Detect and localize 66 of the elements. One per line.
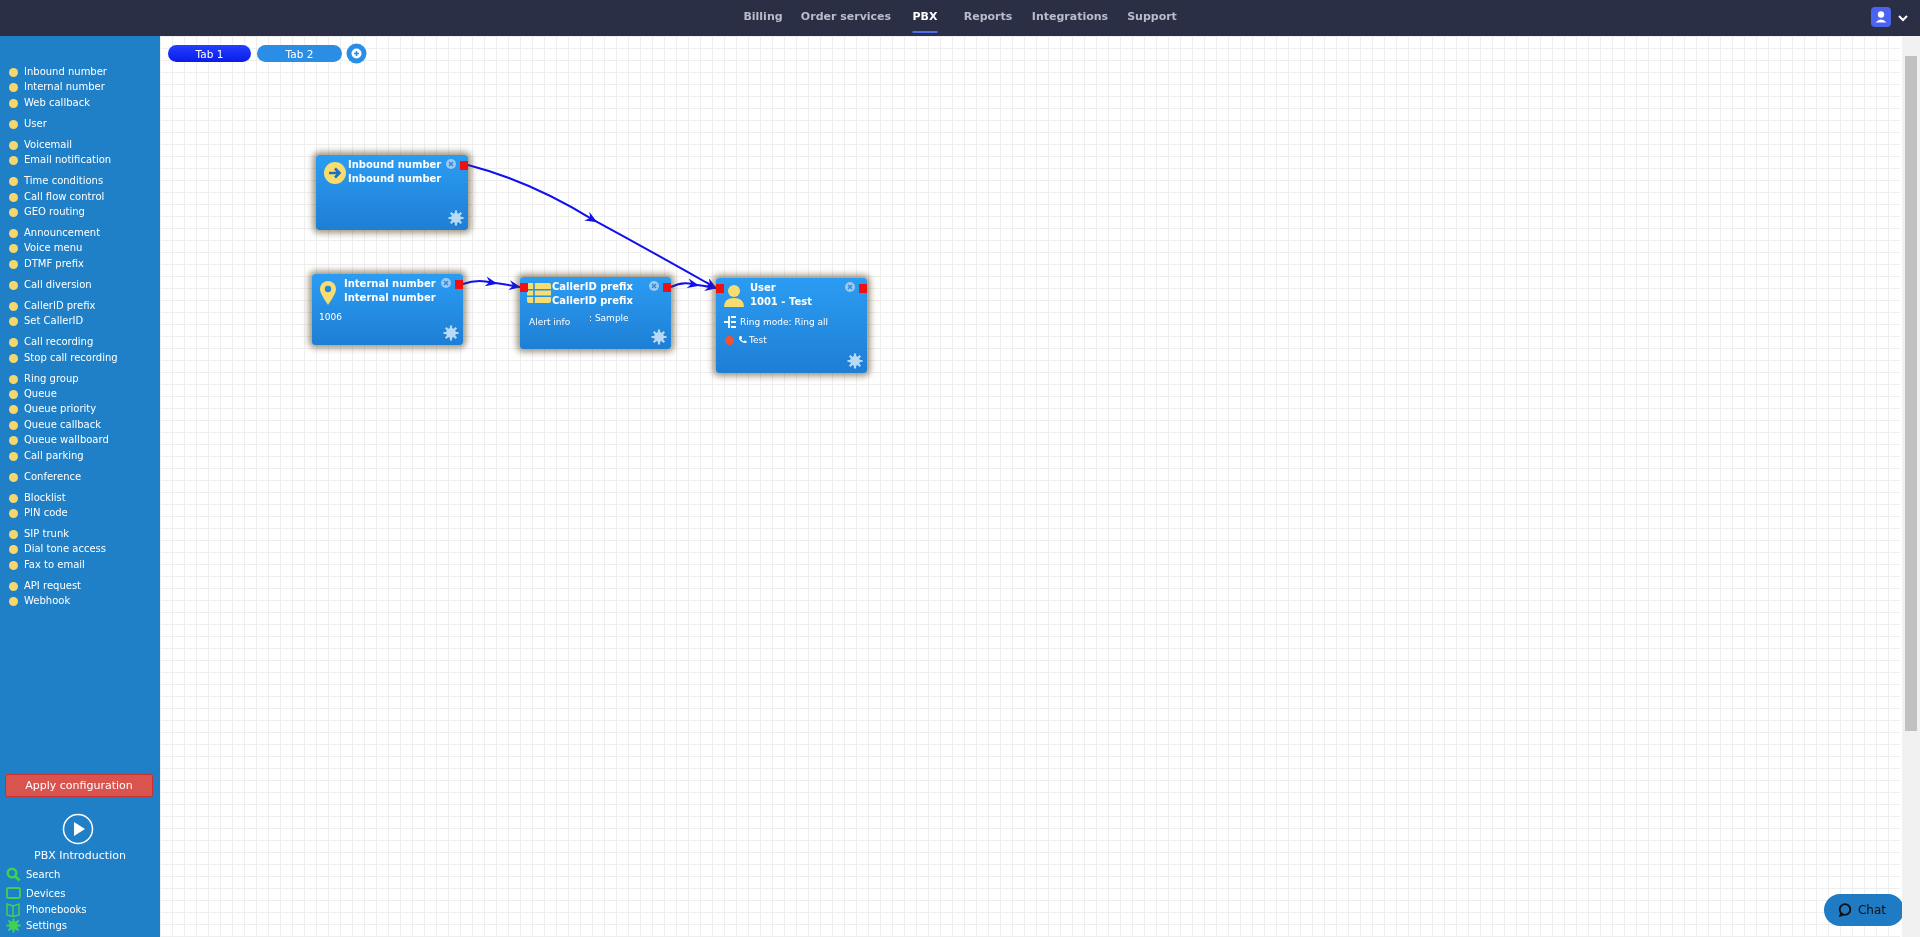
nav-link: Order services [800, 10, 892, 23]
menu-item: Queue callback [24, 418, 101, 430]
chat-button: Chat [1824, 894, 1904, 926]
node-subtitle: Inbound number [348, 173, 442, 184]
flow-node-card [316, 155, 468, 230]
field-value: : Sample [589, 313, 629, 323]
nav-link: PBX [912, 10, 938, 33]
arrow [467, 164, 717, 289]
menu-item: Voice menu [24, 242, 83, 254]
menu-item: Voicemail [24, 138, 73, 150]
menu-item: Queue wallboard [24, 434, 109, 446]
menu-item: Time conditions [24, 175, 104, 187]
menu-item: Announcement [24, 227, 101, 238]
intro-link: PBX Introduction [33, 849, 127, 862]
flow-node-card [312, 274, 463, 345]
menu-item: Conference [24, 470, 82, 482]
flow-node-card [716, 278, 867, 373]
menu-item: Webhook [24, 595, 71, 607]
node-title: User [750, 282, 776, 293]
menu-item: User [24, 117, 47, 129]
menu-link: Settings [26, 920, 67, 931]
menu-item: Dial tone access [24, 543, 106, 555]
menu-item: Stop call recording [24, 351, 118, 363]
menu-item: Queue priority [24, 403, 97, 415]
menu-item: API request [24, 579, 81, 591]
nav-link: Billing [743, 10, 783, 23]
node-title: Internal number [344, 278, 436, 289]
menu-item: Call recording [24, 336, 94, 348]
menu-item: Web callback [24, 96, 90, 108]
node-detail: Ring mode: Ring all [740, 317, 828, 327]
node-subtitle: 1001 - Test [750, 296, 812, 307]
tab-button: Tab 2 [257, 45, 342, 62]
flow-node-card [520, 277, 671, 349]
nav-link: Integrations [1031, 10, 1109, 23]
menu-item: SIP trunk [24, 528, 69, 539]
arrow [670, 279, 717, 291]
node-detail: 1006 [319, 312, 342, 322]
apply-button: Apply configuration [5, 774, 153, 797]
field-label: Alert info [529, 317, 571, 327]
menu-item: Queue [24, 388, 57, 399]
nav-link: Support [1127, 10, 1177, 23]
menu-item: Ring group [24, 372, 79, 384]
node-title: Inbound number [348, 159, 442, 170]
menu-item: Call flow control [24, 190, 105, 202]
menu-item: Internal number [24, 81, 105, 93]
tab-button: Tab 1 [168, 45, 251, 62]
menu-item: Call diversion [24, 278, 92, 290]
menu-item: Call parking [24, 449, 84, 461]
menu-item: DTMF prefix [24, 257, 84, 269]
nav-link: Reports [963, 10, 1013, 23]
menu-item: Set CallerID [24, 315, 84, 327]
menu-link: Devices [26, 888, 66, 899]
node-subtitle: CallerID prefix [552, 295, 633, 306]
node-subtitle: Internal number [344, 292, 436, 303]
menu-item: Fax to email [24, 558, 85, 570]
menu-link: Phonebooks [26, 904, 87, 915]
node-title: CallerID prefix [552, 281, 633, 292]
arrow [462, 277, 521, 290]
menu-link: Search [26, 869, 61, 880]
menu-item: Blocklist [24, 491, 66, 503]
menu-item: CallerID prefix [24, 299, 96, 311]
node-detail: Test [749, 335, 767, 345]
menu-item: Inbound number [24, 66, 107, 77]
menu-item: GEO routing [24, 206, 85, 217]
menu-item: Email notification [24, 154, 112, 166]
menu-item: PIN code [24, 507, 68, 518]
